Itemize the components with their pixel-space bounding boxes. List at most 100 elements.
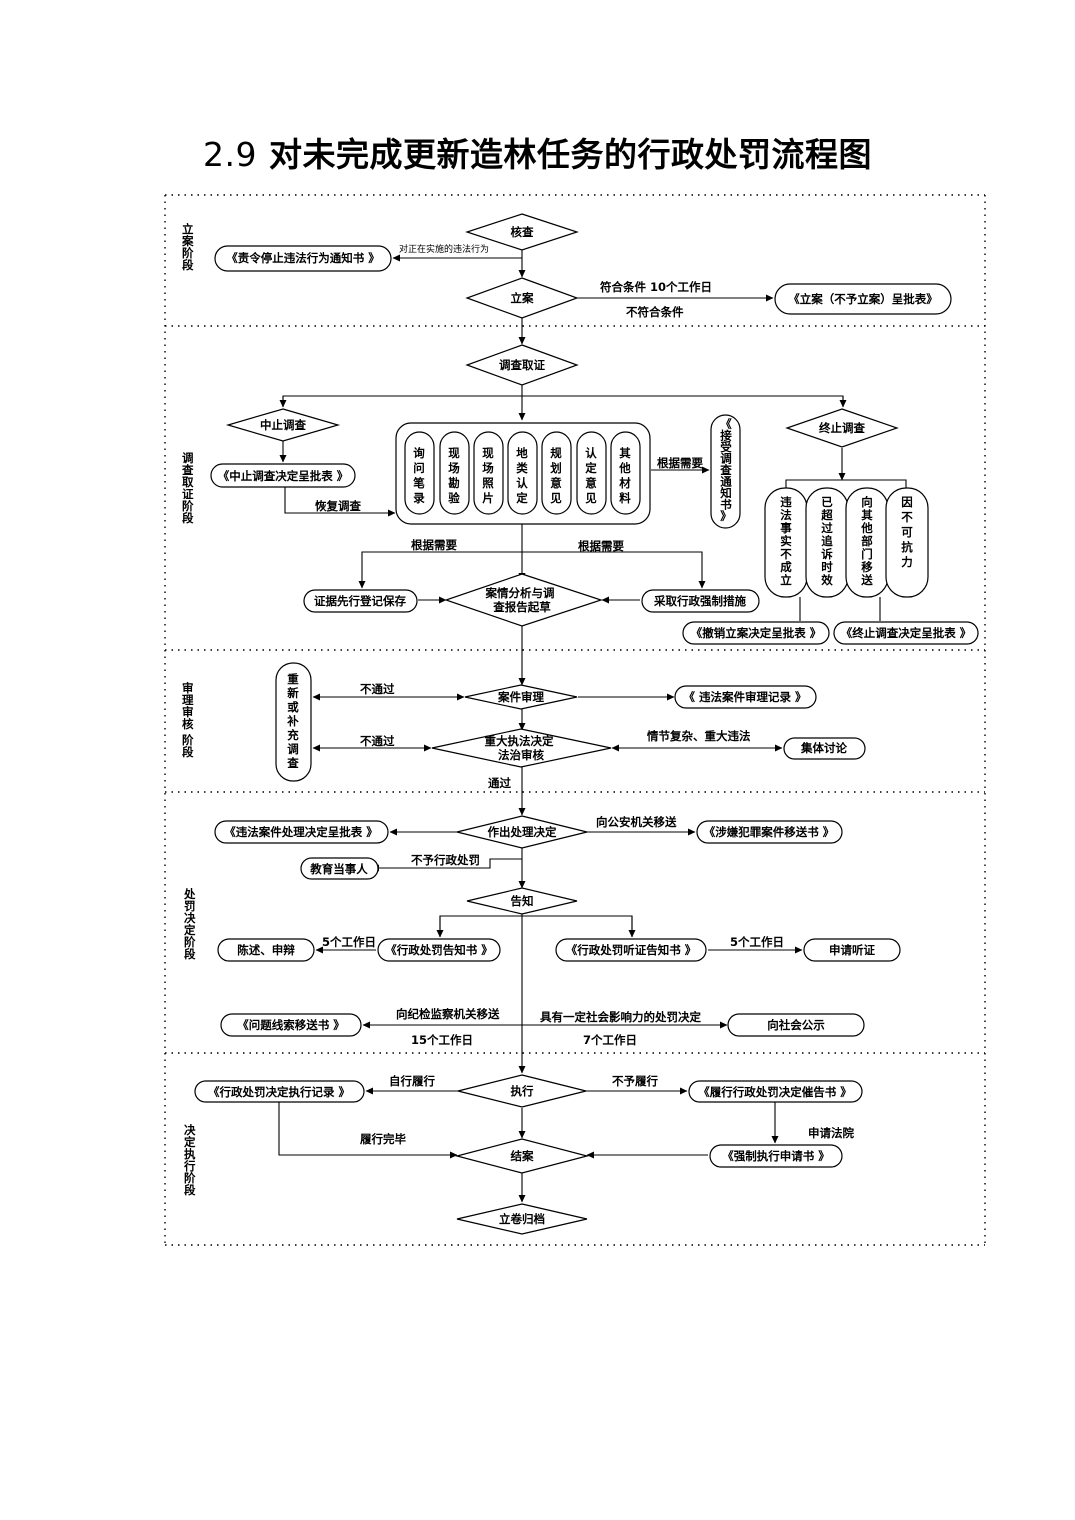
title-number: 2.9	[203, 135, 257, 174]
vertical-char: 现	[482, 446, 494, 460]
evidence-item-label: 现场勘验	[448, 446, 460, 505]
vertical-char: 违	[780, 495, 792, 509]
evidence-item	[439, 431, 470, 515]
stage-char: 阶	[182, 499, 194, 513]
stage-char: 段	[182, 745, 194, 759]
vertical-char: 成	[780, 560, 792, 574]
node-zhongzhi2-form: 《终止调查决定呈批表 》	[833, 621, 979, 645]
evidence-item	[473, 431, 504, 515]
node-zuochu-label: 作出处理决定	[488, 825, 557, 839]
node-cuigao: 《履行行政处罚决定催告书 》	[688, 1080, 863, 1103]
vertical-char: 向	[861, 495, 873, 509]
stage-char: 执	[184, 1147, 196, 1161]
vertical-char: 诉	[821, 547, 833, 561]
node-chuli-form-label: 《违法案件处理决定呈批表 》	[224, 825, 378, 839]
vertical-char: 送	[860, 573, 873, 587]
edge-label-butongguo2: 不通过	[360, 734, 395, 748]
vertical-char: 或	[287, 700, 299, 714]
edge-label-jijian: 向纪检监察机关移送	[396, 1007, 500, 1021]
node-baocun-label: 证据先行登记保存	[314, 594, 406, 608]
node-shenli-rec-label: 《 违法案件审理记录 》	[683, 690, 806, 704]
evidence-item	[404, 431, 435, 515]
node-guidang: 立卷归档	[456, 1203, 588, 1235]
evidence-item-label: 规划意见	[550, 446, 562, 505]
node-tingzheng-gaozhi-label: 《行政处罚听证告知书 》	[566, 943, 697, 957]
vertical-char: 意	[585, 476, 597, 490]
node-chenshu: 陈述、申辩	[217, 938, 315, 962]
stage-label-lian: 立 案 阶 段	[181, 222, 198, 272]
vertical-char: 查	[719, 463, 732, 477]
edge-label-fayuan: 申请法院	[808, 1126, 854, 1140]
edge-label-tongguo: 通过	[488, 776, 511, 790]
connectors	[278, 250, 907, 1203]
edge-label-qingjie: 情节复杂、重大违法	[646, 729, 751, 743]
vertical-char: 力	[901, 555, 913, 569]
node-jiaoyu: 教育当事人	[300, 857, 379, 880]
vertical-char: 现	[448, 446, 460, 460]
stage-char: 查	[181, 463, 194, 477]
edge-label-butongguo1: 不通过	[360, 682, 395, 696]
node-baocun: 证据先行登记保存	[303, 589, 418, 613]
node-gaozhi: 告知	[466, 887, 578, 915]
vertical-char: 意	[550, 476, 562, 490]
node-zhongda: 重大执法决定 法治审核	[431, 728, 612, 768]
vertical-char: 规	[550, 446, 562, 460]
vertical-char: 他	[618, 461, 631, 475]
vertical-char: 其	[619, 446, 631, 460]
node-hecha-label: 核查	[511, 225, 534, 239]
vertical-char: 追	[821, 534, 833, 548]
edge-label-buyu-lv: 不予履行	[612, 1074, 658, 1088]
node-anqing-line: 案情分析与调	[484, 586, 554, 600]
evidence-item-label: 现场照片	[482, 446, 494, 505]
vertical-char: 已	[821, 495, 833, 509]
vertical-char: 料	[619, 491, 631, 505]
vertical-char: 知	[719, 486, 732, 500]
stage-char: 定	[184, 1135, 196, 1149]
node-jiti: 集体讨论	[783, 737, 866, 760]
node-zhongzhi: 中止调查	[225, 408, 341, 442]
stage-char: 阶	[182, 733, 194, 747]
node-anqing-line: 查报告起草	[492, 600, 551, 614]
vertical-char: 效	[821, 573, 833, 587]
stage-char: 阶	[182, 246, 194, 260]
evidence-item-label: 地类认定	[516, 446, 528, 505]
node-jiean: 结案	[454, 1138, 590, 1174]
vertical-char: 照	[482, 476, 494, 490]
stage-char: 阶	[184, 1171, 196, 1185]
node-lian-form: 《立案（不予立案）呈批表》	[774, 283, 952, 315]
node-qiangzhi: 采取行政强制措施	[641, 589, 760, 613]
vertical-char: 通	[720, 475, 732, 489]
reason-item-label: 违法事实不成立	[780, 495, 792, 587]
stage-char: 定	[184, 923, 196, 937]
stage-char: 核	[182, 717, 194, 731]
stage-char: 阶	[184, 935, 196, 949]
vertical-char: 调	[720, 452, 732, 466]
edge-label-lian-yes: 符合条件 10个工作日	[600, 280, 712, 294]
edge-label-gongan: 向公安机关移送	[596, 815, 677, 829]
edge-label-zeling: 对正在实施的违法行为	[399, 243, 489, 255]
node-gongshi-label: 向社会公示	[767, 1018, 825, 1032]
evidence-item	[541, 431, 572, 515]
node-zuochu: 作出处理决定	[456, 815, 588, 849]
edge-label-zixing: 自行履行	[389, 1074, 435, 1088]
stage-char: 案	[181, 234, 194, 248]
stage-char: 决	[184, 1123, 196, 1137]
vertical-char: 认	[516, 476, 528, 490]
node-tingzheng-gaozhi: 《行政处罚听证告知书 》	[555, 938, 707, 962]
vertical-char: 定	[585, 461, 597, 475]
edge-label-huifu: 恢复调查	[315, 499, 361, 513]
node-zeling-notice: 《责令停止违法行为通知书 》	[214, 245, 392, 272]
node-jiean-label: 结案	[510, 1149, 534, 1163]
vertical-char: 类	[516, 461, 528, 475]
vertical-char: 问	[413, 461, 425, 475]
vertical-char: 新	[287, 686, 299, 700]
vertical-char: 调	[287, 742, 299, 756]
vertical-char: 超	[820, 508, 833, 522]
node-zhixing-label: 执行	[511, 1084, 534, 1098]
node-qiangzhi-sq: 《强制执行申请书 》	[709, 1144, 843, 1168]
vertical-char: 见	[585, 491, 597, 505]
page-title: 2.9 对未完成更新造林任务的行政处罚流程图	[0, 128, 1075, 176]
node-zhixing-rec: 《行政处罚决定执行记录 》	[194, 1080, 365, 1103]
stage-char: 罚	[184, 899, 196, 913]
